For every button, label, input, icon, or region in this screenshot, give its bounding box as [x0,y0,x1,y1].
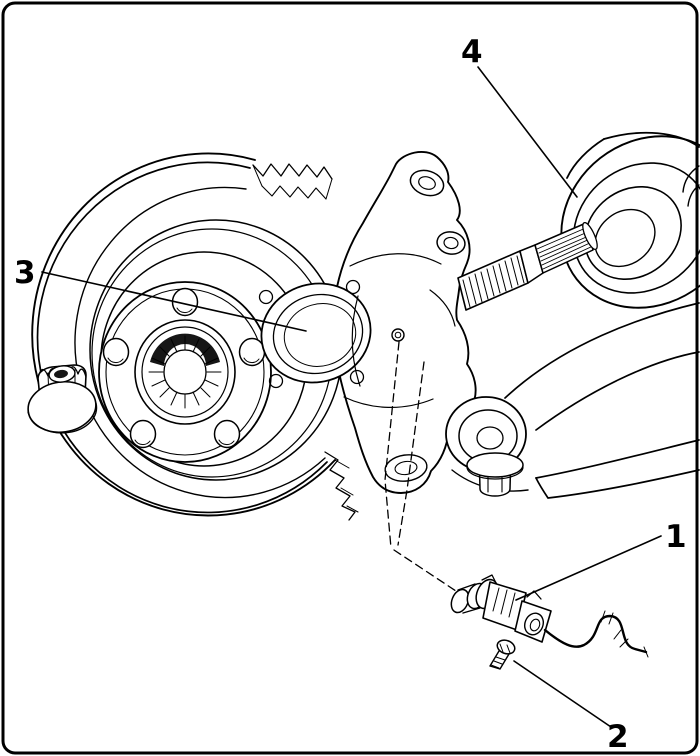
disc-cut-bottom [324,451,359,521]
hub-spline-bore [134,319,236,425]
install-dashed-lines [384,341,460,594]
lug-holes [102,287,266,449]
callouts: 3 4 1 2 [14,34,687,755]
drive-shaft-stub [457,221,598,311]
wheel-hub [98,281,272,463]
steering-knuckle [258,150,477,494]
brake-disc [31,152,359,521]
callout-1-leader [515,535,662,601]
bearing-bore [260,282,372,384]
cv-joint [560,131,700,309]
sensor-wire [543,610,649,658]
callout-label-1: 1 [665,519,687,555]
speed-sensor [450,574,649,658]
arm-bushing-and-bolt [445,396,527,497]
hub-nut [27,364,98,434]
callout-4-leader [477,66,578,198]
callout-3-leader [41,271,307,332]
disc-cut-top [252,163,333,200]
callout-2-leader [513,660,612,728]
callout-label-3: 3 [14,255,36,291]
sensor-bolt [489,639,516,670]
trailing-arm [445,302,700,499]
callout-label-4: 4 [461,34,483,70]
sensor-mounting-hole [391,328,405,342]
callout-label-2: 2 [607,719,629,755]
